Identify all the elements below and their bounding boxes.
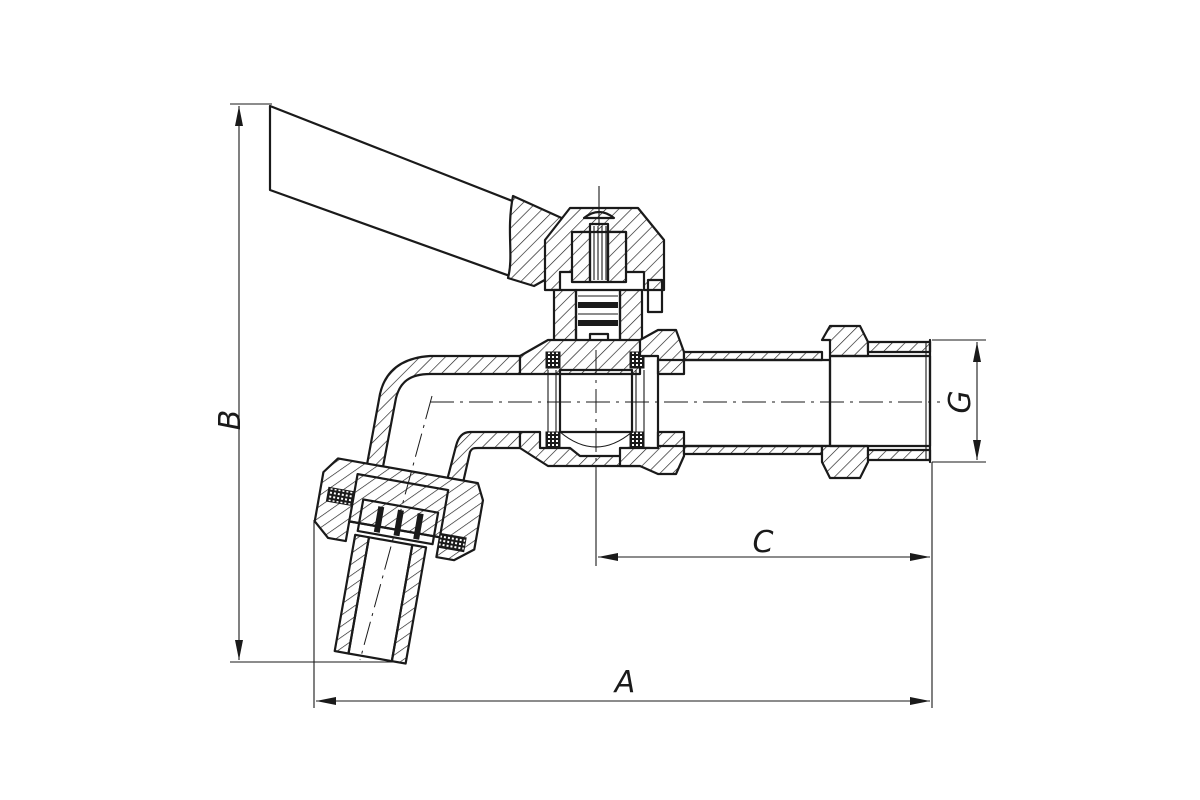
dimension-label-a: A <box>613 665 636 700</box>
dimension-label-b: B <box>213 410 248 431</box>
lever-handle <box>268 104 568 288</box>
inlet-pipe <box>656 324 932 480</box>
dimension-label-c: C <box>753 525 774 560</box>
extension-lines <box>230 103 986 708</box>
valve-body <box>518 338 652 468</box>
center-axes <box>359 350 940 661</box>
hose-connector <box>313 457 485 665</box>
dimension-lines <box>235 106 981 705</box>
union-nut <box>618 328 686 476</box>
dimension-label-g: G <box>943 390 978 413</box>
stem-cap <box>543 186 666 314</box>
